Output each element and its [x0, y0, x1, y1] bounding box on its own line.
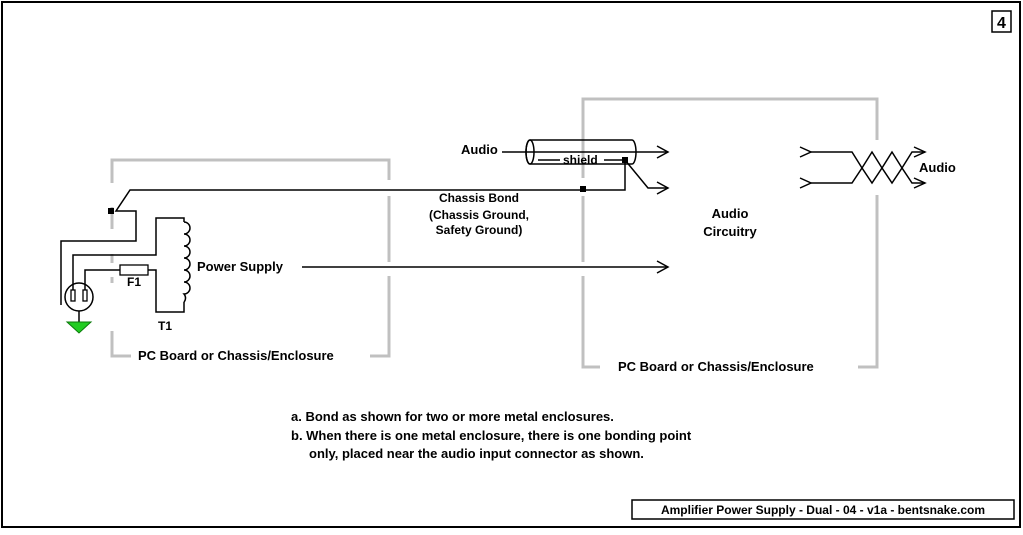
transformer-icon [182, 221, 191, 303]
right-enclosure [581, 97, 879, 369]
page-number: 4 [997, 15, 1006, 32]
footer-box [631, 499, 1015, 520]
bond-point-left [108, 208, 114, 214]
shield-label: shield [563, 153, 598, 167]
audio-output-label: Audio [919, 160, 956, 175]
ground-icon [65, 311, 93, 334]
note-a: a. Bond as shown for two or more metal e… [291, 409, 614, 424]
shielded-cable [502, 139, 670, 195]
right-enclosure-label: PC Board or Chassis/Enclosure [618, 359, 814, 374]
twisted-pair-output [799, 146, 927, 189]
footer-label: Amplifier Power Supply - Dual - 04 - v1a… [661, 503, 985, 517]
outlet-icon [64, 282, 94, 312]
chassis-ground-label: (Chassis Ground, [429, 208, 529, 222]
transformer-label: T1 [158, 319, 172, 333]
audio-circuitry-line1: Audio [712, 206, 749, 221]
bond-point-right [580, 186, 586, 192]
safety-ground-label: Safety Ground) [436, 223, 523, 237]
fuse-icon [119, 264, 149, 276]
audio-input-label: Audio [461, 142, 498, 157]
mains-wiring [60, 189, 583, 313]
chassis-bond-label: Chassis Bond [439, 191, 519, 205]
fuse-label: F1 [127, 275, 141, 289]
note-b-continued: only, placed near the audio input connec… [309, 446, 644, 461]
audio-circuitry-line2: Circuitry [703, 224, 757, 239]
power-supply-arrow [302, 260, 670, 274]
power-supply-label: Power Supply [197, 259, 284, 274]
left-enclosure-label: PC Board or Chassis/Enclosure [138, 348, 334, 363]
note-b: b. When there is one metal enclosure, th… [291, 428, 692, 443]
page-number-box [991, 10, 1012, 33]
